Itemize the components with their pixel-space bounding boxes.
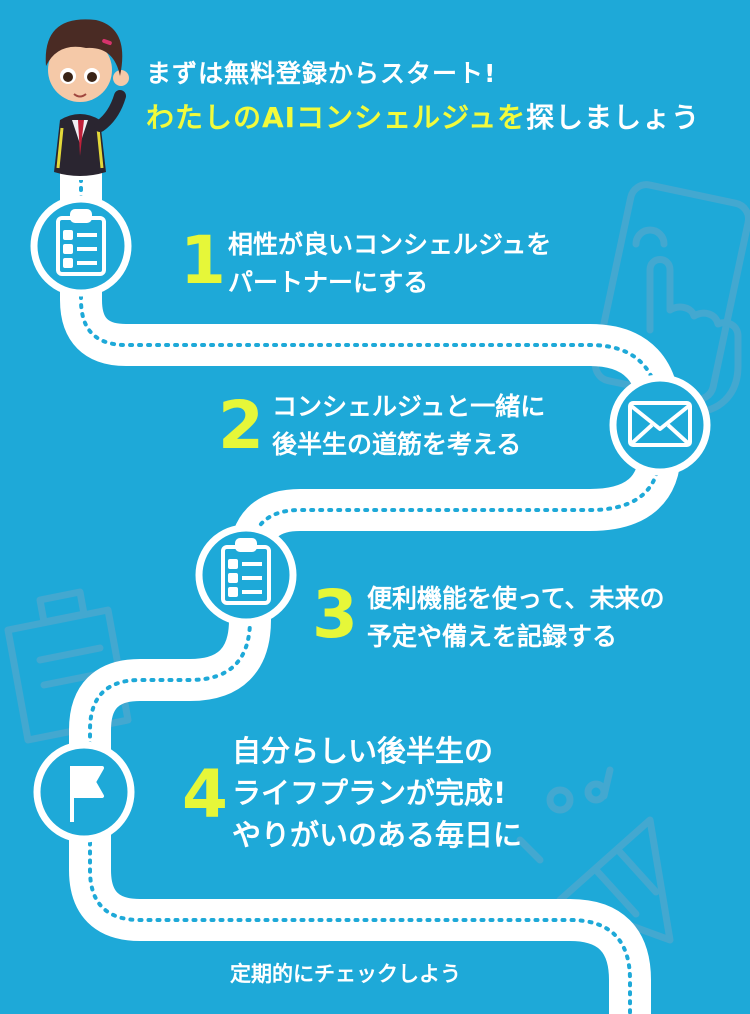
step-3-number: 3	[312, 576, 358, 653]
step-3-icon-circle	[195, 524, 297, 626]
step-1-icon-circle	[30, 195, 132, 297]
step-2-line-1: コンシェルジュと一緒に	[272, 392, 546, 421]
footer-caption: 定期的にチェックしよう	[230, 962, 461, 986]
step-1-text: 相性が良いコンシェルジュを パートナーにする	[228, 226, 551, 302]
step-2-number: 2	[218, 387, 264, 464]
step-4-line-1: 自分らしい後半生の	[232, 734, 494, 768]
step-2-line-2: 後半生の道筋を考える	[272, 430, 522, 459]
step-4-text: 自分らしい後半生の ライフプランが完成! やりがいのある毎日に	[232, 730, 522, 856]
step-1-number: 1	[180, 222, 226, 299]
step-4-number: 4	[182, 756, 228, 833]
step-4-icon-circle	[33, 741, 135, 843]
step-2-icon-circle	[609, 374, 711, 476]
party-popper-illustration	[516, 766, 674, 944]
step-1-line-1: 相性が良いコンシェルジュを	[228, 230, 552, 259]
step-4-line-3: やりがいのある毎日に	[232, 818, 523, 852]
flag-icon	[70, 766, 104, 822]
step-3-line-2: 予定や備えを記録する	[367, 622, 618, 651]
path-road-dots	[79, 168, 662, 1014]
step-3-text: 便利機能を使って、未来の 予定や備えを記録する	[367, 580, 665, 656]
intro-line-1: まずは無料登録からスタート!	[146, 59, 497, 88]
intro-highlight: わたしのAIコンシェルジュを	[146, 101, 527, 134]
notepad-illustration	[4, 588, 132, 744]
envelope-icon	[628, 401, 692, 447]
step-2-text: コンシェルジュと一緒に 後半生の道筋を考える	[272, 388, 545, 464]
concierge-character	[45, 19, 129, 180]
step-1-line-2: パートナーにする	[228, 268, 429, 297]
step-3-line-1: 便利機能を使って、未来の	[367, 584, 665, 613]
intro-line-2: わたしのAIコンシェルジュを探しましょう	[146, 96, 700, 136]
intro-rest: 探しましょう	[526, 101, 701, 134]
step-4-line-2: ライフプランが完成!	[232, 776, 507, 810]
clipboard-icon	[56, 209, 106, 276]
